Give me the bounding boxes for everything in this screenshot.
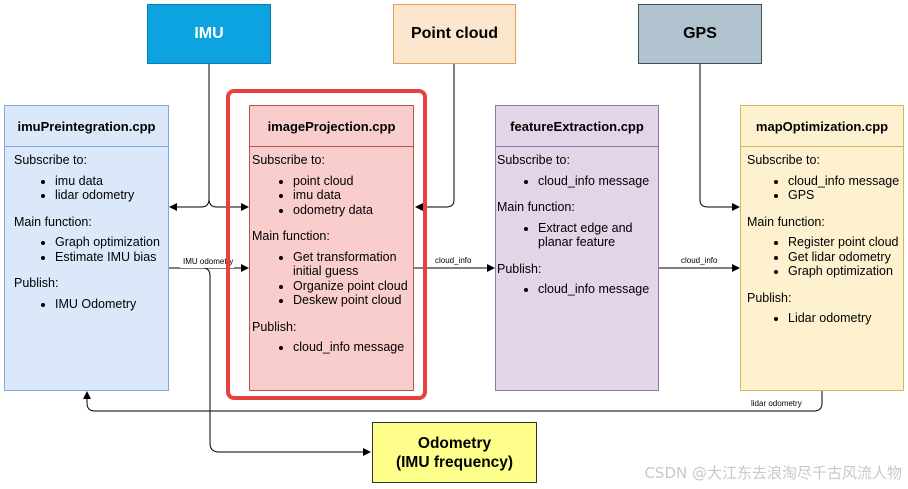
list-item: Estimate IMU bias [55, 250, 168, 265]
list-item: Lidar odometry [788, 311, 903, 326]
list-item: imu data [55, 174, 168, 189]
feature-extraction-title: featureExtraction.cpp [496, 106, 658, 147]
list-item: Extract edge and planar feature [538, 221, 638, 250]
main-function-heading: Main function: [252, 229, 330, 243]
list-item: Deskew point cloud [293, 293, 413, 308]
imu-to-preintegration-arrow [169, 64, 210, 211]
highlight-frame [226, 89, 427, 400]
main-function-list: Get transformation initial guess Organiz… [252, 250, 413, 308]
main-function-heading: Main function: [14, 214, 92, 229]
list-item: cloud_info message [538, 174, 658, 189]
imu-odometry-to-output-arrow [202, 267, 371, 456]
gps-input-label: GPS [683, 25, 717, 42]
main-function-heading: Main function: [747, 214, 825, 229]
cloud-info-label-2: cloud_info [681, 256, 718, 265]
publish-heading: Publish: [747, 290, 792, 305]
pointcloud-to-projection-arrow [415, 64, 455, 211]
list-item: Get lidar odometry [788, 250, 903, 265]
imu-input-box: IMU [147, 4, 271, 64]
list-item: IMU Odometry [55, 297, 168, 312]
lidar-odometry-feedback-arrow [83, 390, 823, 412]
subscribe-list: cloud_info message [497, 174, 658, 189]
publish-heading: Publish: [497, 261, 542, 276]
publish-list: cloud_info message [497, 282, 658, 297]
point-cloud-input-label: Point cloud [410, 25, 499, 42]
subscribe-heading: Subscribe to: [252, 153, 325, 167]
main-function-list: Graph optimization Estimate IMU bias [14, 235, 168, 264]
list-item: imu data [293, 188, 413, 203]
odometry-output-subtitle: (IMU frequency) [395, 453, 514, 471]
list-item: cloud_info message [788, 174, 903, 189]
subscribe-heading: Subscribe to: [14, 153, 87, 167]
main-function-list: Register point cloud Get lidar odometry … [747, 235, 903, 279]
subscribe-heading: Subscribe to: [497, 153, 570, 167]
list-item: Graph optimization [55, 235, 168, 250]
map-optimization-module: mapOptimization.cpp Subscribe to: cloud_… [740, 105, 904, 391]
list-item: lidar odometry [55, 188, 168, 203]
subscribe-list: point cloud imu data odometry data [252, 174, 413, 218]
list-item: point cloud [293, 174, 413, 189]
list-item: Register point cloud [788, 235, 903, 250]
list-item: Get transformation initial guess [293, 250, 405, 279]
imu-odometry-label: IMU odometry [183, 257, 233, 266]
cloud-info-label-1: cloud_info [435, 256, 472, 265]
main-function-list: Extract edge and planar feature [497, 221, 658, 250]
lidar-odometry-label: lidar odometry [751, 399, 802, 408]
list-item: Organize point cloud [293, 279, 413, 294]
gps-to-mapopt-arrow [699, 64, 740, 211]
main-function-heading: Main function: [497, 200, 575, 214]
list-item: Graph optimization [788, 264, 903, 279]
publish-list: IMU Odometry [14, 297, 168, 312]
subscribe-list: imu data lidar odometry [14, 174, 168, 203]
publish-heading: Publish: [14, 276, 59, 290]
imu-preintegration-title: imuPreintegration.cpp [5, 106, 168, 147]
list-item: GPS [788, 188, 903, 203]
publish-list: cloud_info message [252, 340, 413, 355]
odometry-output-box: Odometry (IMU frequency) [372, 422, 537, 483]
list-item: odometry data [293, 203, 413, 218]
gps-input-box: GPS [638, 4, 762, 64]
odometry-output-title: Odometry [417, 434, 492, 452]
feature-extraction-module: featureExtraction.cpp Subscribe to: clou… [495, 105, 659, 391]
image-projection-title: imageProjection.cpp [250, 106, 413, 147]
watermark: CSDN @大江东去浪淘尽千古风流人物 [644, 464, 902, 482]
imu-preintegration-module: imuPreintegration.cpp Subscribe to: imu … [4, 105, 169, 391]
subscribe-heading: Subscribe to: [747, 153, 820, 167]
map-optimization-title: mapOptimization.cpp [741, 106, 903, 147]
subscribe-list: cloud_info message GPS [747, 174, 903, 203]
image-projection-module: imageProjection.cpp Subscribe to: point … [249, 105, 414, 391]
list-item: cloud_info message [538, 282, 658, 297]
publish-list: Lidar odometry [747, 311, 903, 326]
imu-input-label: IMU [194, 25, 224, 42]
publish-heading: Publish: [252, 319, 297, 334]
imu-to-projection-arrow [208, 198, 249, 211]
point-cloud-input-box: Point cloud [393, 4, 516, 64]
list-item: cloud_info message [293, 340, 413, 355]
